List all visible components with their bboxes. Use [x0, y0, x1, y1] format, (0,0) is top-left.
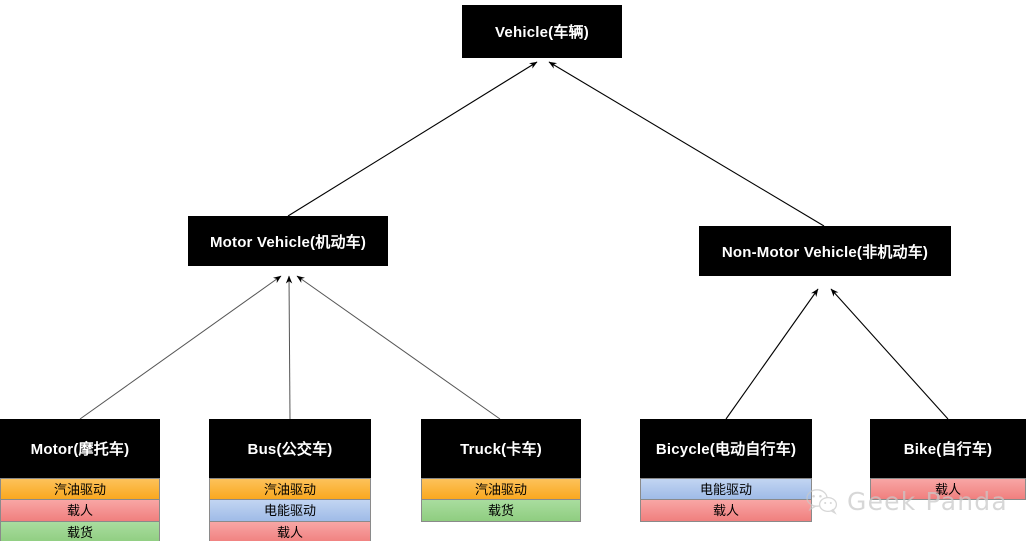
node-non-motor-vehicle-title: Non-Motor Vehicle(非机动车)	[699, 226, 951, 276]
node-bicycle-rows: 电能驱动 载人	[640, 478, 812, 522]
node-bike-row-0: 载人	[870, 478, 1026, 500]
node-motor-title: Motor(摩托车)	[0, 419, 160, 478]
node-motor-row-1: 载人	[0, 500, 160, 522]
node-motor-row-2: 载货	[0, 522, 160, 541]
node-non-motor-vehicle[interactable]: Non-Motor Vehicle(非机动车)	[699, 226, 951, 276]
node-motor-vehicle-title: Motor Vehicle(机动车)	[188, 216, 388, 266]
node-motor-rows: 汽油驱动 载人 载货	[0, 478, 160, 541]
node-bus-row-0: 汽油驱动	[209, 478, 371, 500]
node-bike-rows: 载人	[870, 478, 1026, 500]
node-bus-row-2: 载人	[209, 522, 371, 541]
node-truck-title: Truck(卡车)	[421, 419, 581, 478]
edge-motor-vehicle-to-vehicle	[287, 61, 538, 217]
edge-bus-to-motor-vehicle	[285, 275, 293, 420]
node-motor[interactable]: Motor(摩托车) 汽油驱动 载人 载货	[0, 419, 160, 541]
node-bicycle-row-1: 载人	[640, 500, 812, 522]
edge-truck-to-motor-vehicle	[296, 275, 501, 420]
node-bike-title: Bike(自行车)	[870, 419, 1026, 478]
node-motor-row-0: 汽油驱动	[0, 478, 160, 500]
node-bus[interactable]: Bus(公交车) 汽油驱动 电能驱动 载人	[209, 419, 371, 541]
node-vehicle-title: Vehicle(车辆)	[462, 5, 622, 58]
node-bike[interactable]: Bike(自行车) 载人	[870, 419, 1026, 500]
node-bus-row-1: 电能驱动	[209, 500, 371, 522]
node-bicycle[interactable]: Bicycle(电动自行车) 电能驱动 载人	[640, 419, 812, 522]
edge-bike-to-non-motor-vehicle	[830, 288, 949, 420]
node-bicycle-row-0: 电能驱动	[640, 478, 812, 500]
node-truck[interactable]: Truck(卡车) 汽油驱动 载货	[421, 419, 581, 522]
node-vehicle[interactable]: Vehicle(车辆)	[462, 5, 622, 58]
node-bicycle-title: Bicycle(电动自行车)	[640, 419, 812, 478]
edge-bicycle-to-non-motor-vehicle	[725, 288, 819, 420]
node-bus-title: Bus(公交车)	[209, 419, 371, 478]
node-bus-rows: 汽油驱动 电能驱动 载人	[209, 478, 371, 541]
node-truck-rows: 汽油驱动 载货	[421, 478, 581, 522]
node-truck-row-0: 汽油驱动	[421, 478, 581, 500]
node-motor-vehicle[interactable]: Motor Vehicle(机动车)	[188, 216, 388, 266]
edge-motor-to-motor-vehicle	[79, 275, 282, 420]
node-truck-row-1: 载货	[421, 500, 581, 522]
edge-non-motor-vehicle-to-vehicle	[548, 61, 825, 227]
